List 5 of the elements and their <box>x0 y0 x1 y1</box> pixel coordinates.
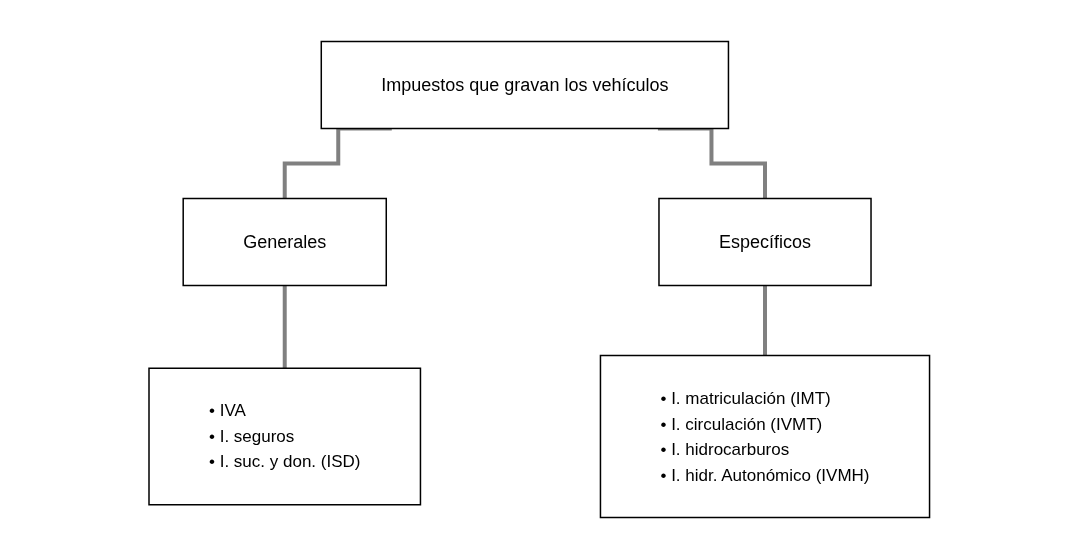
node-box: Impuestos que gravan los vehículos <box>320 40 730 130</box>
node-box: • IVA • I. seguros • I. suc. y don. (ISD) <box>148 367 422 506</box>
node-box: Específicos <box>658 197 872 287</box>
node-box: Generales <box>182 197 388 287</box>
node-box: • I. matriculación (IMT) • I. circulación (IVMT) • I. hidrocarburos • I. hidr. Autonómico (IVMH) <box>599 354 931 519</box>
